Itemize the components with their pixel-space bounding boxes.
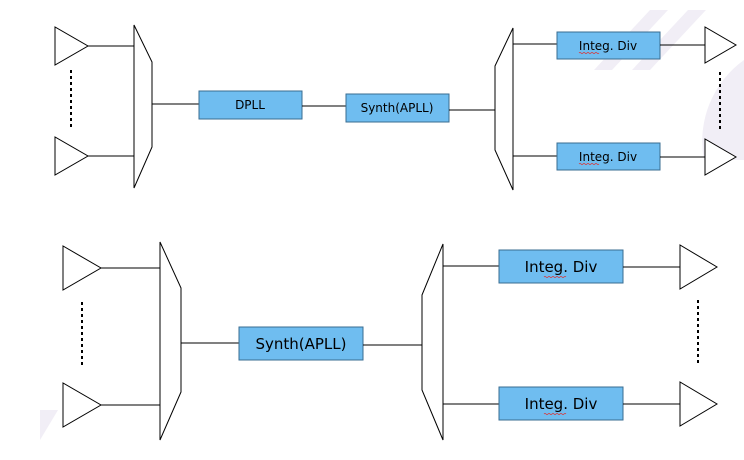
output-buffer-icon xyxy=(704,26,737,64)
divider-label: Integ. Div xyxy=(579,39,637,53)
dpll-block xyxy=(198,90,303,120)
demux-icon xyxy=(421,243,444,441)
integer-divider-block xyxy=(556,31,661,60)
synth-label: Synth(APLL) xyxy=(361,101,434,115)
synth-block xyxy=(345,93,450,123)
top-diagram: DPLL Synth(APLL) Integ. Div Integ. Div xyxy=(54,24,737,191)
divider-label: Integ. Div xyxy=(579,150,637,164)
input-buffer-icon xyxy=(62,382,102,428)
output-buffer-icon xyxy=(679,381,718,427)
divider-label: Integ. Div xyxy=(525,258,598,276)
synth-block xyxy=(238,326,364,361)
mux-icon xyxy=(133,24,153,189)
output-buffer-icon xyxy=(679,244,718,290)
dpll-label: DPLL xyxy=(235,98,265,112)
output-buffer-icon xyxy=(704,138,737,176)
input-buffer-icon xyxy=(54,136,90,176)
integer-divider-block xyxy=(498,249,624,284)
demux-icon xyxy=(494,27,514,191)
divider-label: Integ. Div xyxy=(525,395,598,413)
synth-label: Synth(APLL) xyxy=(255,335,346,353)
mux-icon xyxy=(159,241,182,441)
input-buffer-icon xyxy=(54,26,90,66)
bottom-diagram: Synth(APLL) Integ. Div Integ. Div xyxy=(62,241,718,441)
integer-divider-block xyxy=(556,142,661,171)
input-buffer-icon xyxy=(62,245,102,291)
integer-divider-block xyxy=(498,386,624,421)
